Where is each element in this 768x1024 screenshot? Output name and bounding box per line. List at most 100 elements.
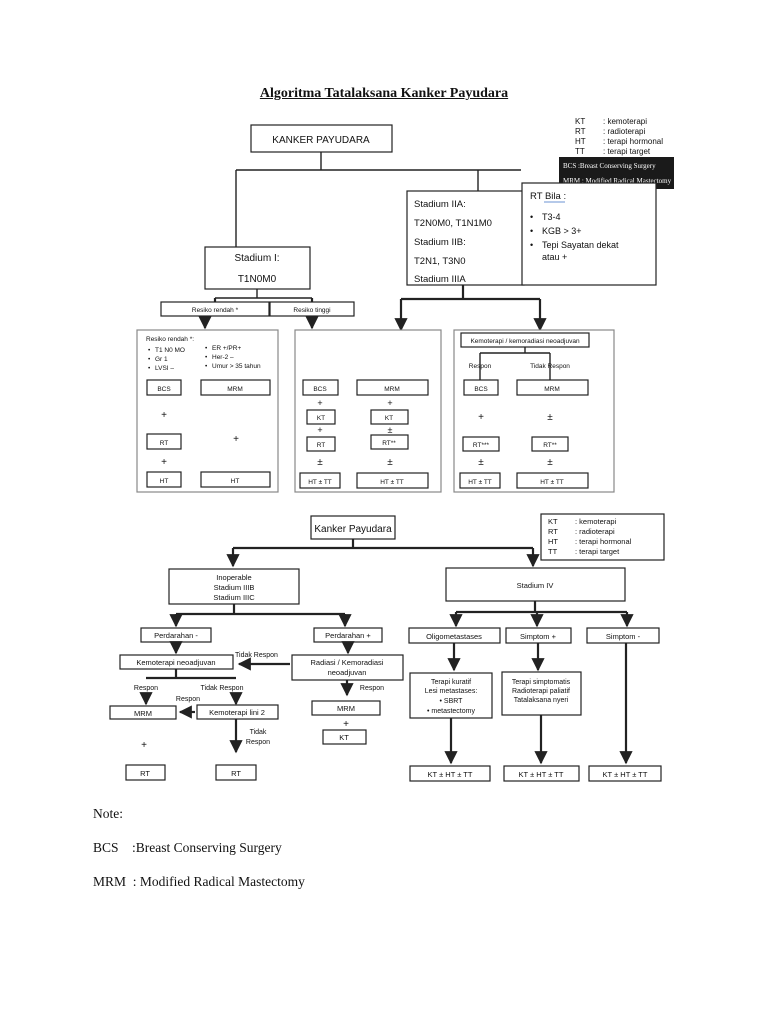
perdarahan-pos-label: Perdarahan + — [325, 631, 371, 640]
mrm-box-2 — [109, 705, 177, 720]
plus-sign: + — [141, 740, 147, 751]
legend-desc: : radioterapi — [603, 127, 645, 136]
resiko-rendah-label: Resiko rendah * — [192, 307, 239, 314]
radiasi-label: neoadjuvan — [328, 668, 367, 677]
criteria-item: T1 N0 MO — [155, 347, 185, 354]
kt-box — [306, 409, 336, 425]
mrm-box — [356, 379, 429, 396]
connector-lines — [215, 289, 312, 299]
bullet-icon: • — [205, 345, 208, 352]
httt-label: HT ± TT — [540, 479, 564, 486]
kt-label-2: KT — [339, 733, 349, 742]
mrm-label: MRM — [544, 386, 560, 393]
root-box-kanker-payudara — [250, 124, 393, 153]
kt-box — [370, 409, 409, 425]
stadium-ii-box — [406, 190, 525, 286]
terapi-kuratif-line: • metastectomy — [427, 708, 475, 715]
mrm-label: MRM — [227, 386, 243, 393]
rt-bila-item: atau + — [542, 252, 567, 262]
legend-abbr: KT — [575, 117, 585, 126]
plusminus-sign: ± — [317, 457, 323, 468]
connector-lines — [213, 298, 314, 302]
simptom-neg-box — [586, 627, 660, 644]
terapi-simptomatis-line: Radioterapi paliatif — [512, 688, 570, 695]
plus-sign: + — [387, 398, 392, 408]
legend-desc: : kemoterapi — [603, 117, 647, 126]
tidak-respon-label: Respon — [246, 739, 270, 746]
mrm-label-2: MRM — [134, 709, 152, 718]
kemoterapi-neoadjuvan-label-2: Kemoterapi neoadjuvan — [136, 658, 215, 667]
connector-lines — [479, 347, 551, 380]
rt-bila-item: T3-4 — [542, 212, 561, 222]
legend-dark-line: BCS :Breast Conserving Surgery — [563, 162, 656, 170]
kt-ht-tt-box — [409, 765, 491, 782]
legend-abbr: RT — [548, 527, 558, 536]
rt-label: RT — [317, 442, 326, 449]
respon-label: Respon — [469, 363, 492, 370]
kt-box-2 — [322, 729, 367, 745]
kt-ht-tt-label: KT ± HT ± TT — [603, 770, 648, 779]
rt-label: RT** — [543, 442, 557, 449]
stadium-ii-line: Stadium IIB: — [414, 237, 466, 248]
connector-lines — [235, 152, 521, 247]
inoperable-label: Stadium IIIC — [213, 593, 255, 602]
httt-box — [356, 472, 429, 489]
mrm-box — [516, 379, 589, 396]
plusminus-sign: ± — [388, 425, 393, 435]
plusminus-sign: ± — [547, 412, 553, 423]
respon-label: Respon — [134, 685, 158, 692]
bullet-icon: • — [205, 363, 208, 370]
stadium-iv-box — [445, 567, 626, 602]
plus-sign: + — [317, 398, 322, 408]
note-bcs: BCS :Breast Conserving Surgery — [93, 840, 282, 855]
plusminus-sign: ± — [478, 457, 484, 468]
bcs-label: BCS — [157, 386, 171, 393]
rt-box — [531, 436, 569, 452]
rt-label-2: RT — [140, 769, 150, 778]
rt-box-2 — [125, 764, 166, 781]
connector-lines — [456, 601, 627, 614]
plus-sign: + — [233, 434, 239, 445]
tidak-respon-label: Tidak Respon — [201, 685, 244, 692]
legend-abbr: KT — [548, 517, 558, 526]
rt-label: RT — [160, 440, 169, 447]
rt-box-2 — [215, 764, 257, 781]
page-title: Algoritma Tatalaksana Kanker Payudara — [259, 86, 509, 101]
connector-lines — [233, 539, 533, 550]
respon-label: Respon — [176, 696, 200, 703]
bullet-icon: • — [148, 347, 151, 354]
kt-ht-tt-label: KT ± HT ± TT — [428, 770, 473, 779]
note-mrm: MRM : Modified Radical Mastectomy — [93, 874, 305, 889]
plusminus-sign: ± — [547, 457, 553, 468]
legend-desc: : terapi target — [575, 547, 620, 556]
httt-box — [299, 472, 341, 489]
rt-box — [370, 434, 409, 450]
legend-abbr: HT — [548, 537, 558, 546]
kt-ht-tt-box — [503, 765, 580, 782]
ht-label: HT — [160, 478, 169, 485]
kemoterapi-neoadjuvan-label: Kemoterapi / kemoradiasi neoadjuvan — [470, 338, 580, 345]
stadium-ii-line: T2N1, T3N0 — [414, 256, 466, 267]
httt-label: HT ± TT — [308, 479, 332, 486]
rt-bila-item: KGB > 3+ — [542, 226, 582, 236]
bcs-label: BCS — [474, 386, 488, 393]
bullet-icon: • — [205, 354, 208, 361]
bullet-icon: • — [148, 356, 151, 363]
terapi-simptomatis-line: Tatalaksana nyeri — [514, 697, 569, 704]
legend-desc: : terapi hormonal — [603, 137, 663, 146]
legend-dark-line: MRM : Modified Radical Mastectomy — [563, 177, 672, 185]
criteria-item: ER +/PR+ — [212, 345, 241, 352]
terapi-kuratif-line: • SBRT — [440, 698, 464, 705]
root-label-2: Kanker Payudara — [314, 524, 392, 535]
criteria-item: Umur > 35 tahun — [212, 363, 261, 370]
root-label: KANKER PAYUDARA — [272, 135, 370, 146]
tidak-respon-label: Tidak Respon — [235, 652, 278, 659]
simptom-neg-label: Simptom - — [606, 632, 641, 641]
plus-sign: + — [343, 719, 349, 730]
bullet-icon: • — [530, 240, 533, 250]
legend-desc: : terapi target — [603, 147, 651, 156]
ht-label: HT — [231, 478, 240, 485]
plus-sign: + — [161, 410, 167, 421]
bcs-label: BCS — [313, 386, 327, 393]
